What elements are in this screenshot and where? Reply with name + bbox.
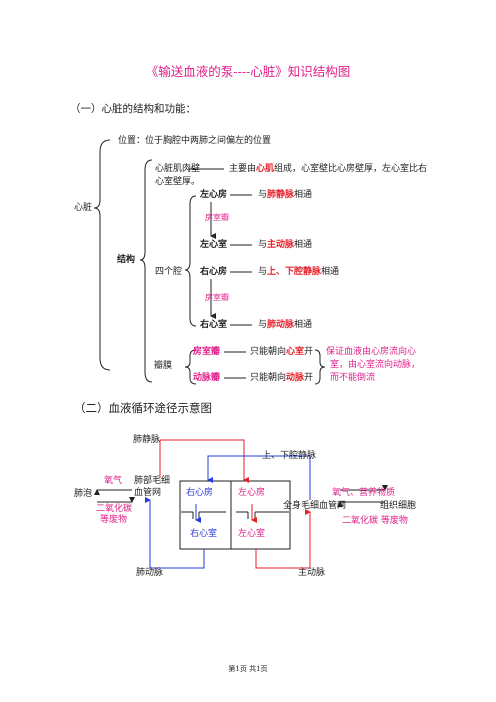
section2-heading: （二）血液循环途径示意图 <box>74 401 212 415</box>
valve-note-2: 室，由心室流向动脉， <box>330 360 421 370</box>
vena-cava-label: 上、下腔静脉 <box>262 451 317 461</box>
oxygen-left: 氧气 <box>104 476 123 486</box>
left-atrium: 左心房 <box>200 190 228 200</box>
brace-valves <box>184 349 197 385</box>
co2-right: 二氧化碳 等废物 <box>342 516 408 526</box>
section1-heading: （一）心脏的结构和功能： <box>70 103 196 115</box>
right-atrium: 右心房 <box>200 267 228 277</box>
structure-label: 结构 <box>117 255 136 265</box>
left-atrium-desc: 与肺静脉相通 <box>258 190 313 200</box>
av-valve-1: 房室瓣 <box>205 213 229 222</box>
valve-note-3: 而不能倒流 <box>330 373 376 383</box>
valve2-label: 动脉瓣 <box>193 373 221 383</box>
oxygen-right: 氧气、营养物质 <box>332 488 396 498</box>
brace-chambers <box>184 195 197 327</box>
aorta-label: 主动脉 <box>298 568 326 578</box>
muscle-label: 心脏肌肉壁 <box>155 164 201 174</box>
muscle-desc: 主要由心肌组成，心室壁比心房壁厚，左心室比右 <box>229 164 428 174</box>
right-ventricle-box: 右心室 <box>190 529 218 539</box>
left-atrium-box: 左心房 <box>238 488 266 498</box>
brace-valve-note <box>314 349 326 385</box>
av-valve-2: 房室瓣 <box>205 293 229 302</box>
left-ventricle-box: 左心室 <box>238 529 266 539</box>
muscle-label2: 心室壁厚。 <box>155 177 201 187</box>
left-ventricle: 左心室 <box>200 240 228 250</box>
valve1-label: 房室瓣 <box>193 347 221 357</box>
lung-label: 肺泡 <box>74 489 93 499</box>
systemic-capillary-label: 全身毛细血管网 <box>283 501 347 511</box>
valve2-desc: 只能朝向动脉开 <box>250 373 314 383</box>
pulmonary-capillary-2: 血管网 <box>134 488 162 498</box>
right-atrium-box: 右心房 <box>186 488 214 498</box>
brace-structure <box>139 159 153 383</box>
valve1-desc: 只能朝向心室开 <box>250 347 314 357</box>
page-title: 《输送血液的泵----心脏》知识结构图 <box>145 64 351 79</box>
pulmonary-capillary-1: 肺部毛细 <box>134 476 171 486</box>
four-chambers-label: 四个腔 <box>155 267 183 277</box>
tissue-cell-label: 组织细胞 <box>380 501 417 511</box>
waste-left: 等废物 <box>100 515 128 525</box>
right-ventricle-desc: 与肺动脉相通 <box>258 320 313 330</box>
right-atrium-desc: 与上、下腔静脉相通 <box>258 267 340 277</box>
co2-left: 二氧化碳 <box>96 504 133 514</box>
page-footer: 第1页 共1页 <box>228 665 268 673</box>
pulmonary-vein-label: 肺静脉 <box>133 435 161 445</box>
pulmonary-artery-label: 肺动脉 <box>136 568 164 578</box>
left-ventricle-desc: 与主动脉相通 <box>258 240 313 250</box>
position-text: 位置：位于胸腔中两肺之间偏左的位置 <box>118 136 272 146</box>
valves-label: 瓣膜 <box>154 361 173 371</box>
brace-heart <box>93 139 111 371</box>
root-heart: 心脏 <box>74 203 93 213</box>
right-ventricle: 右心室 <box>200 320 228 330</box>
valve-note-1: 保证血液由心房流向心 <box>326 347 417 357</box>
